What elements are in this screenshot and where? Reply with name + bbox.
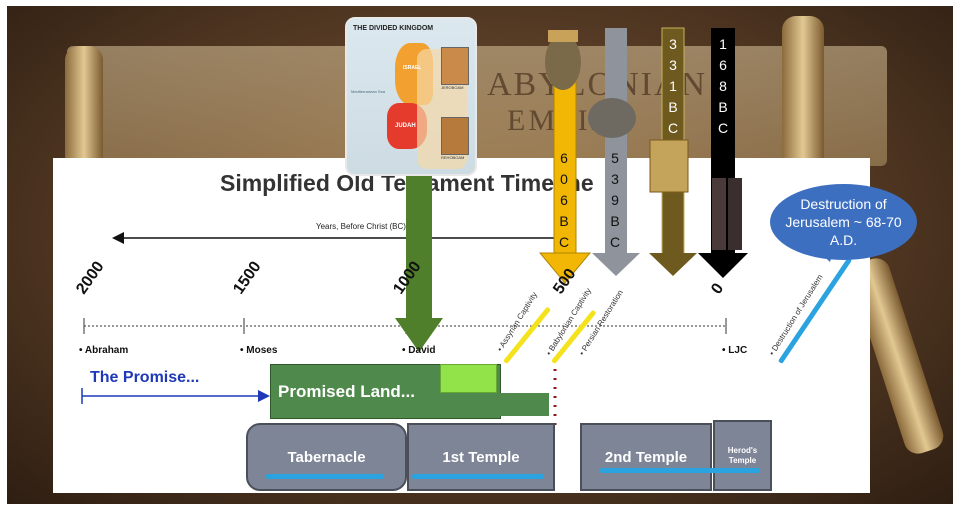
scroll-roll-right [782,16,824,186]
map-israel-label: ISRAEL [403,65,422,71]
statue-leg-right [728,178,742,250]
statue-leg-left [712,178,726,250]
callout-text: Destruction of Jerusalem ~ 68-70 A.D. [785,196,902,248]
herods-temple-label-1: Herod's [727,445,758,455]
herods-temple-block: Herod's Temple [713,420,772,491]
promised-land-highlight [440,364,497,393]
jeroboam-label: JEROBOAM [441,85,464,90]
first-temple-label: 1st Temple [442,448,520,466]
label-ljc: • LJC [722,345,748,356]
label-david: • David [402,345,436,356]
silver-arrow [592,253,640,276]
rehoboam-portrait [441,117,469,155]
cyan-line-tabernacle [266,474,384,479]
second-temple-label: 2nd Temple [604,448,688,466]
map-sea-label: Mediterranean Sea [351,89,386,94]
cyan-line-second-temple [600,468,760,473]
map-title: THE DIVIDED KINGDOM [353,25,434,32]
destruction-callout: Destruction of Jerusalem ~ 68-70 A.D. [770,184,917,260]
label-abraham: • Abraham [79,345,129,356]
gold-arrow [538,252,592,284]
promised-land-label: Promised Land... [278,382,415,401]
divided-kingdom-arrow-head [395,318,443,352]
tabernacle-label: Tabernacle [287,448,366,466]
statue-belly [649,139,689,193]
axis-arrowhead [112,232,124,244]
divided-kingdom-map: THE DIVIDED KINGDOM ISRAEL JUDAH Mediter… [345,17,477,176]
bronze-arrow [649,253,697,276]
promise-label: The Promise... [90,369,200,386]
statue-head [545,34,581,90]
map-judah-label: JUDAH [395,123,416,129]
rehoboam-label: REHOBOAM [441,155,465,160]
parchment-scroll [67,46,887,166]
second-temple-block: 2nd Temple [580,423,712,491]
iron-arrow [698,253,748,278]
promised-land-tail [499,393,549,416]
tabernacle-block: Tabernacle [246,423,407,491]
herods-temple-label-2: Temple [728,455,757,465]
jeroboam-portrait [441,47,469,85]
cyan-line-first-temple [412,474,544,479]
divided-kingdom-arrow-shaft [406,160,432,320]
label-moses: • Moses [240,345,278,356]
axis-label: Years, Before Christ (BC) [316,222,406,231]
first-temple-block: 1st Temple [407,423,555,491]
statue-chest [588,98,636,138]
